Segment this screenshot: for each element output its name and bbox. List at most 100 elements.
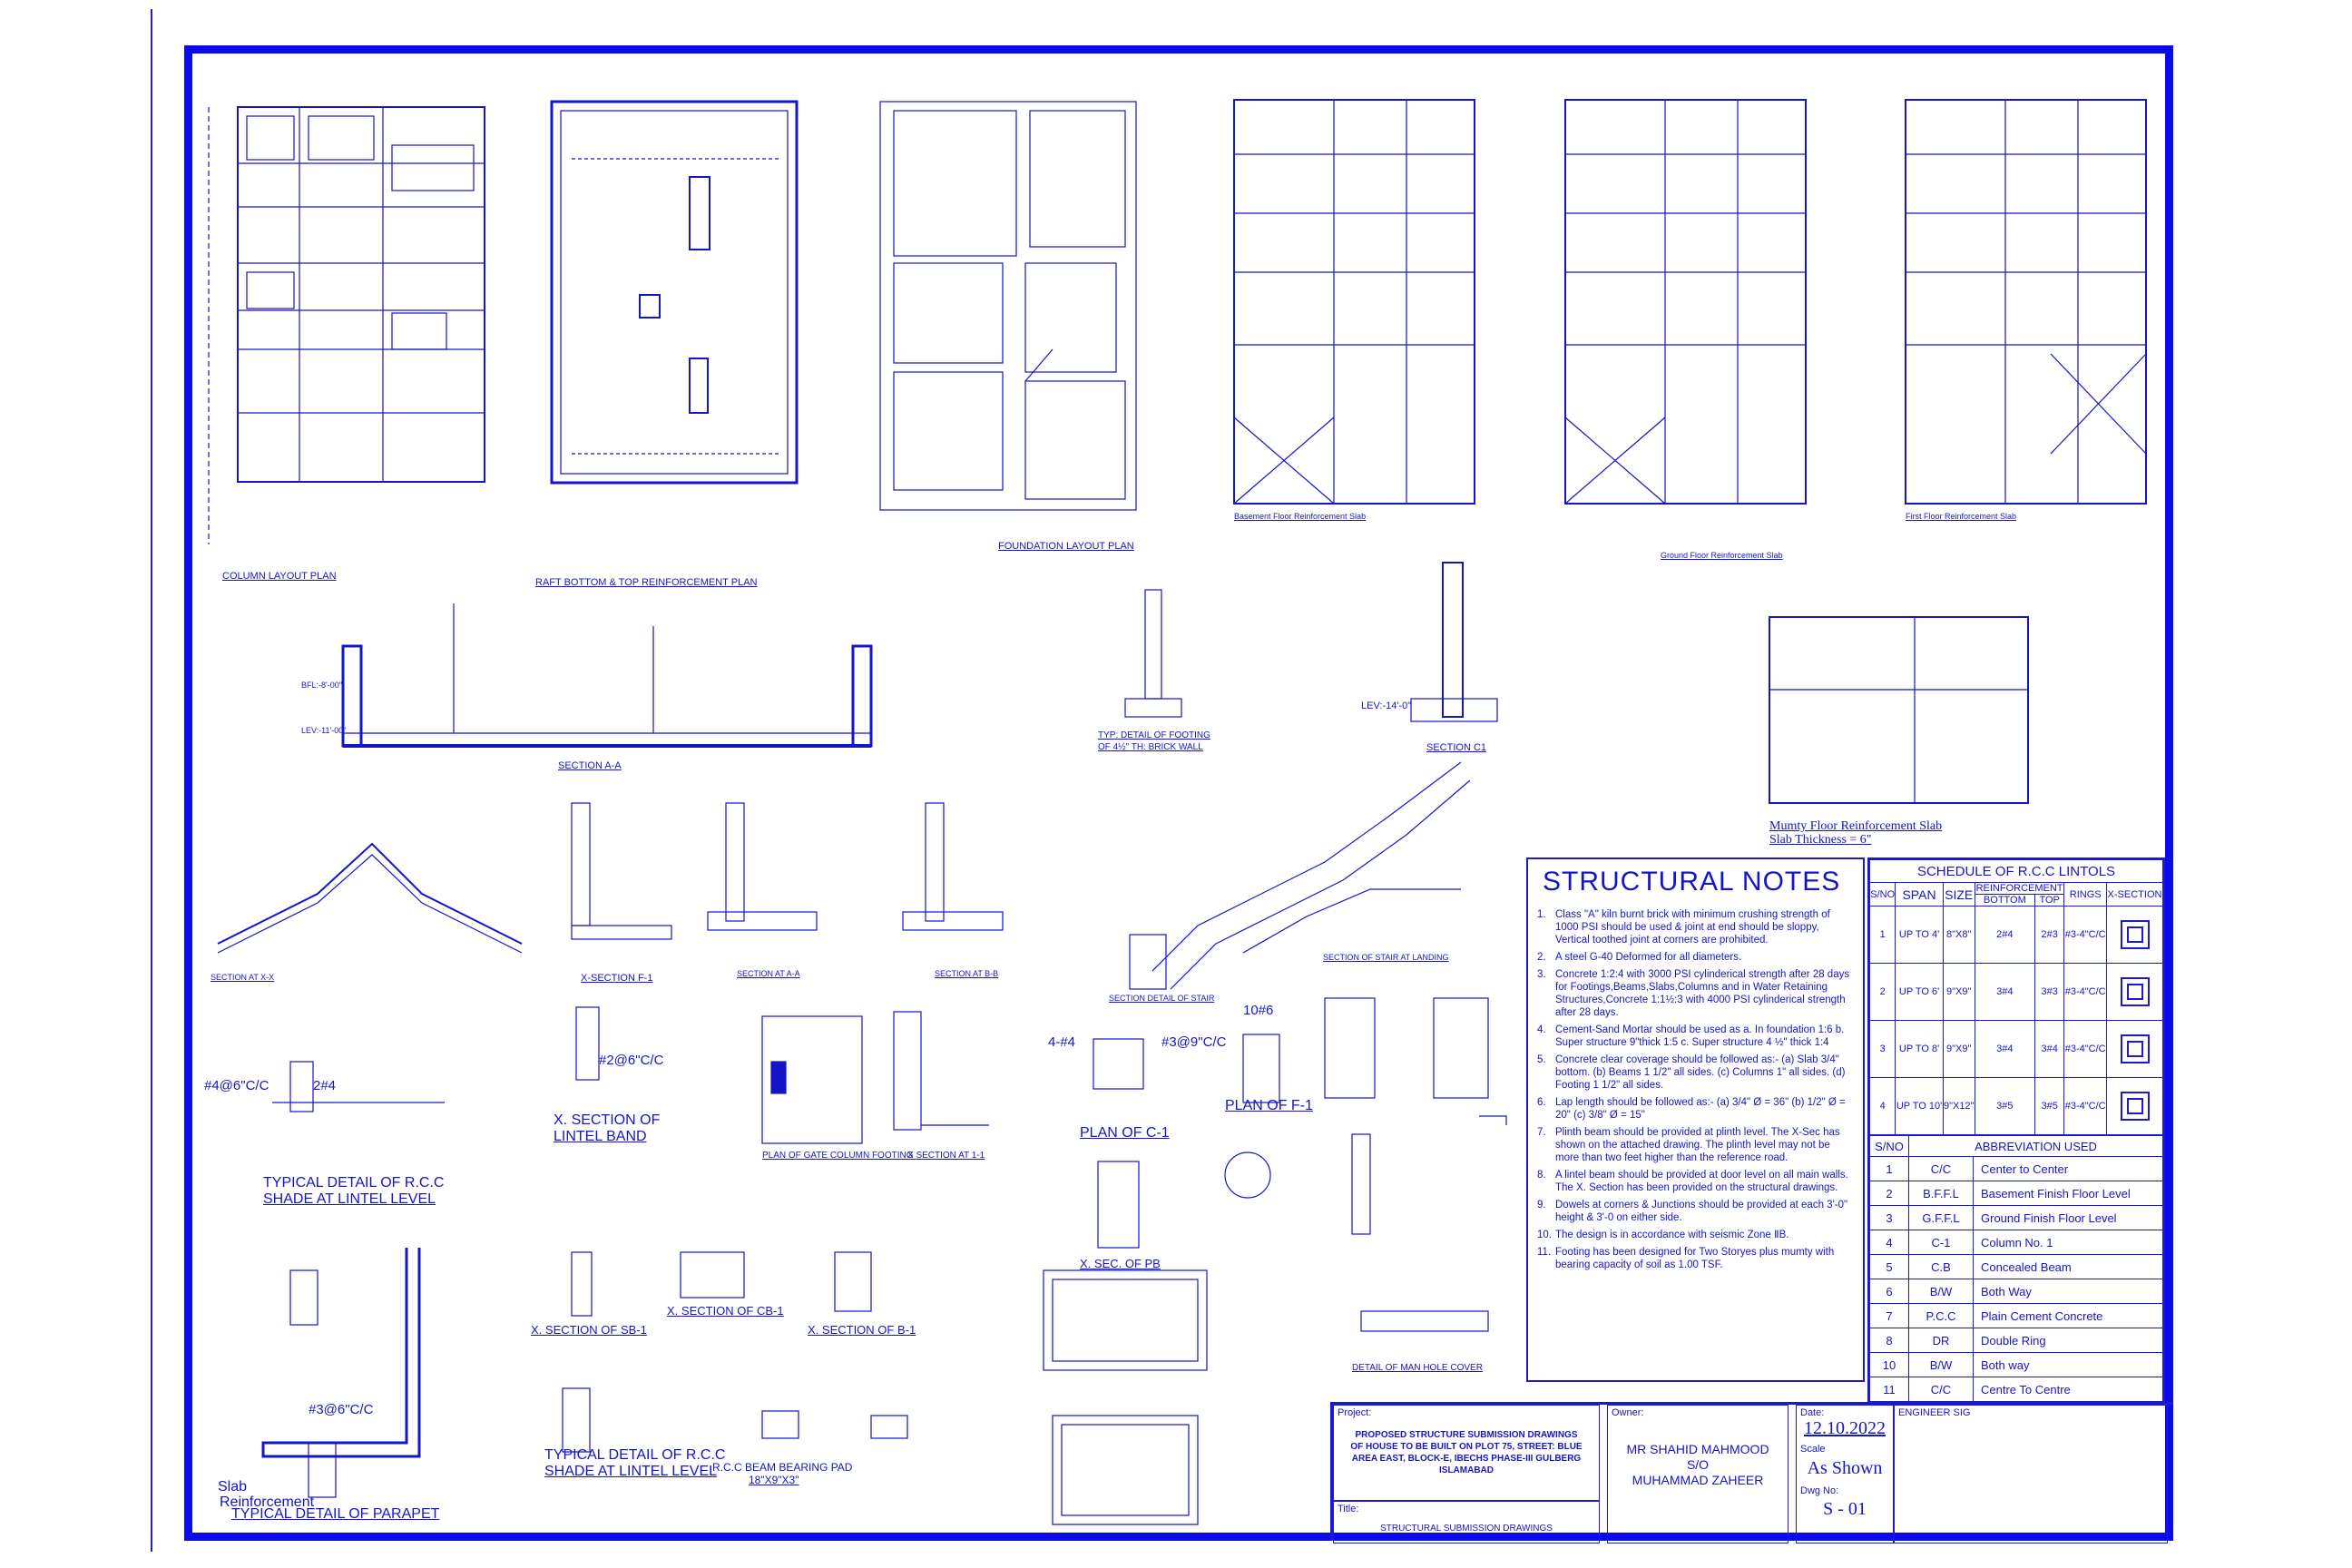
abbr-cell: DR [1908, 1328, 1974, 1353]
ground-slab-caption: Ground Floor Reinforcement Slab [1661, 551, 1783, 560]
footing-brick-wall [1124, 589, 1182, 718]
mumty-slab [1769, 616, 2029, 804]
x-section-icon [2106, 963, 2163, 1021]
slab-label: Slab [218, 1479, 248, 1494]
section-xx-caption: SECTION AT X-X [211, 973, 275, 982]
beam-pad-caption: R.C.C BEAM BEARING PAD [712, 1461, 853, 1474]
typ-footing-caption: TYP: DETAIL OF FOOTING [1098, 730, 1210, 740]
note-text: Class "A" kiln burnt brick with minimum … [1555, 909, 1830, 946]
abbr-cell: Center to Center [1973, 1156, 2163, 1181]
abbr-cell: P.C.C [1908, 1303, 1974, 1328]
drawing-frame [184, 45, 2173, 1541]
abbr-cell: Concealed Beam [1973, 1254, 2163, 1279]
abbr-cell: Column No. 1 [1973, 1230, 2163, 1255]
note-item: 6. Lap length should be followed as:- (a)… [1537, 1096, 1854, 1122]
raft-caption: RAFT BOTTOM & TOP REINFORCEMENT PLAN [535, 577, 758, 588]
abbr-cell: 2 [1869, 1181, 1909, 1206]
x-section-icon [2106, 1077, 2163, 1135]
shade-lintel-caption-2: SHADE AT LINTEL LEVEL [544, 1464, 718, 1479]
note-item: 3.Concrete 1:2:4 with 3000 PSI cylinderi… [1537, 968, 1854, 1019]
footing-sections [571, 802, 1004, 940]
schedule-cell: 9"X9" [1942, 963, 1975, 1021]
stair-caption: SECTION DETAIL OF STAIR [1109, 994, 1215, 1003]
schedule-subheader: BOTTOM [1974, 894, 2035, 906]
schedule-cell: UP TO 10' [1895, 1077, 1944, 1135]
schedule-cell: 4 [1868, 1077, 1896, 1135]
abbr-cell: Double Ring [1973, 1328, 2163, 1353]
column-layout-plan [208, 106, 485, 544]
manhole-caption: DETAIL OF MAN HOLE COVER [1352, 1363, 1483, 1373]
x-section-f1-caption: X-SECTION F-1 [581, 973, 653, 984]
schedule-header: REINFORCEMENT [1974, 882, 2065, 895]
note-item: 8.A lintel beam should be provided at do… [1537, 1169, 1854, 1194]
typ-footing2-caption: OF 4½" TH: BRICK WALL [1098, 742, 1203, 752]
abbr-header: S/NO [1869, 1135, 1909, 1157]
scale-label: Scale [1800, 1444, 1826, 1455]
note-text: Footing has been designed for Two Storye… [1555, 1247, 1835, 1270]
note-number: 6. [1537, 1097, 1546, 1108]
roof-section [217, 842, 523, 954]
structural-notes: STRUCTURAL NOTES 1.Class "A" kiln burnt … [1526, 858, 1865, 1382]
mumty-thk-caption: Slab Thickness = 6" [1769, 833, 1872, 847]
schedule-cell: #3-4"C/C [2063, 1077, 2107, 1135]
x-section-icon [2106, 1020, 2163, 1078]
x-sec-cb1-caption: X. SECTION OF CB-1 [667, 1304, 784, 1318]
abbr-cell: B.F.F.L [1908, 1181, 1974, 1206]
note-text: Dowels at corners & Junctions should be … [1555, 1200, 1848, 1223]
abbr-cell: 7 [1869, 1303, 1909, 1328]
note-item: 1. Class "A" kiln burnt brick with minimu… [1537, 908, 1854, 946]
abbr-cell: G.F.F.L [1908, 1205, 1974, 1230]
section-c1-caption: SECTION C1 [1426, 742, 1487, 753]
x-section-icon [2106, 906, 2163, 964]
schedule-cell: 3#4 [1974, 963, 2035, 1021]
abbr-cell: Both Way [1973, 1279, 2163, 1304]
dwg-value: S - 01 [1823, 1499, 1867, 1519]
notes-list: 1. Class "A" kiln burnt brick with minimu… [1537, 908, 1854, 1271]
schedule-cell: UP TO 4' [1895, 906, 1944, 964]
rebar-2-6: #2@6"C/C [599, 1053, 664, 1068]
note-item: 4.Cement-Sand Mortar should be used as a… [1537, 1024, 1854, 1049]
column-layout-caption: COLUMN LAYOUT PLAN [222, 571, 337, 582]
plan-c1-caption: PLAN OF C-1 [1080, 1125, 1170, 1141]
abbr-cell: 4 [1869, 1230, 1909, 1255]
ground-slab [1564, 99, 1807, 505]
note-text: The design is in accordance with seismic… [1555, 1230, 1789, 1240]
note-number: 5. [1537, 1054, 1546, 1065]
schedule-cell: UP TO 6' [1895, 963, 1944, 1021]
abbr-cell: C/C [1908, 1377, 1974, 1402]
x-sec-pb-caption: X. SEC. OF PB [1080, 1257, 1161, 1270]
first-slab [1905, 99, 2147, 505]
foundation-caption: FOUNDATION LAYOUT PLAN [998, 541, 1134, 552]
drawing-sheet [151, 9, 2239, 1552]
parapet-caption: TYPICAL DETAIL OF PARAPET [231, 1506, 440, 1522]
bfl-label: BFL:-8'-00" [301, 681, 342, 690]
owner-line1: MR SHAHID MAHMOOD [1626, 1442, 1769, 1456]
schedule-cell: 3#5 [2034, 1077, 2065, 1135]
shade-lintel-caption: SHADE AT LINTEL LEVEL [263, 1191, 436, 1207]
abbr-cell: B/W [1908, 1352, 1974, 1377]
note-number: 1. [1537, 909, 1546, 920]
schedule-cell: 1 [1868, 906, 1896, 964]
note-item: 5. Concrete clear coverage should be foll… [1537, 1054, 1854, 1092]
schedule-cell: 9"X9" [1942, 1020, 1975, 1078]
dwg-label: Dwg No: [1800, 1485, 1839, 1496]
owner-line2: S/O [1686, 1457, 1710, 1472]
schedule-cell: 2#3 [2034, 906, 2065, 964]
x-section-of-caption: X. SECTION OF [554, 1112, 661, 1128]
engineer-label: ENGINEER SIG [1898, 1407, 1971, 1418]
note-text: A steel G-40 Deformed for all diameters. [1555, 952, 1742, 963]
schedule-cell: 3#4 [1974, 1020, 2035, 1078]
note-item: 9.Dowels at corners & Junctions should b… [1537, 1199, 1854, 1224]
schedule-cell: #3-4"C/C [2063, 1020, 2107, 1078]
note-text: Lap length should be followed as:- (a) 3… [1555, 1097, 1846, 1121]
note-text: Concrete clear coverage should be follow… [1555, 1054, 1846, 1091]
abbr-header: ABBREVIATION USED [1908, 1135, 2163, 1157]
date-value: 12.10.2022 [1804, 1418, 1886, 1438]
abbr-cell: 10 [1869, 1352, 1909, 1377]
note-item: 2.A steel G-40 Deformed for all diameter… [1537, 951, 1854, 964]
